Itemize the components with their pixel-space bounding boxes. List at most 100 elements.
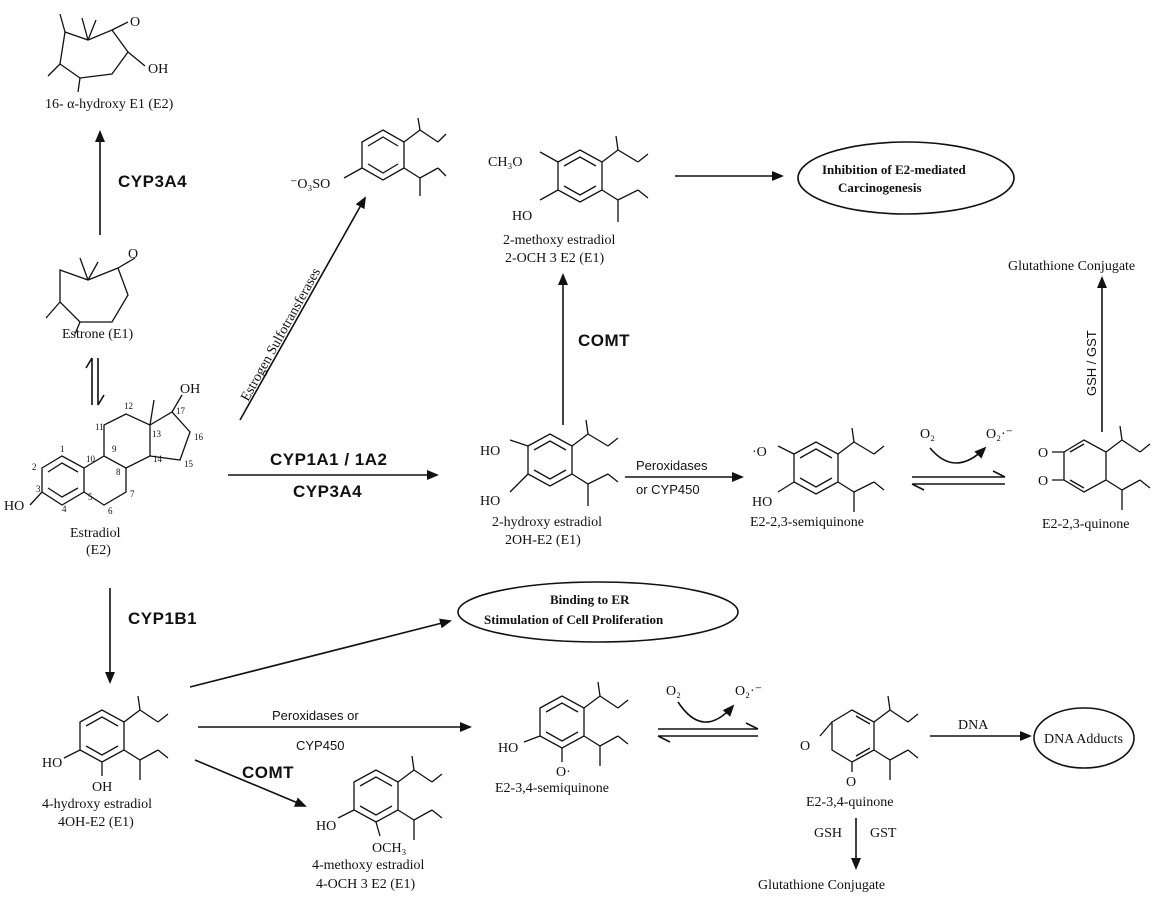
oh-label: OH xyxy=(148,62,168,77)
methoxy4-structure: HO OCH₃ xyxy=(316,755,443,856)
methoxy2-structure: CH₃O HO xyxy=(488,135,649,224)
estrone-sulfate-structure: ⁻O₃SO xyxy=(290,117,447,196)
dna-label: DNA xyxy=(958,718,989,733)
semiquinone34-ho: HO xyxy=(498,741,518,756)
peroxidases-top-label-2: or CYP450 xyxy=(636,482,700,497)
hydroxy4-ho: HO xyxy=(42,756,62,771)
svg-text:13: 13 xyxy=(152,429,162,439)
svg-text:6: 6 xyxy=(108,506,113,516)
svg-text:5: 5 xyxy=(88,492,93,502)
quinone23-o-top: O xyxy=(1038,446,1048,461)
estradiol-label-2: (E2) xyxy=(86,543,111,558)
equilibrium-top xyxy=(911,470,1006,491)
peroxidases-bottom-label-2: CYP450 xyxy=(296,738,344,753)
o2-rad-bottom-label: O₂·⁻ xyxy=(735,684,762,699)
quinone34-structure: O O xyxy=(800,695,919,790)
binding-label-2: Stimulation of Cell Proliferation xyxy=(484,612,664,627)
estrone-estradiol-equilibrium xyxy=(85,357,105,406)
methoxy4-ho: HO xyxy=(316,819,336,834)
methoxy4-label-2: 4-OCH 3 E2 (E1) xyxy=(316,877,415,892)
semiquinone34-structure: HO O· xyxy=(498,681,629,780)
quinone23-structure: O O xyxy=(1038,425,1151,510)
cyp1a1-label: CYP1A1 / 1A2 xyxy=(270,450,388,469)
estrone-label: Estrone (E1) xyxy=(62,327,133,342)
quinone23-label: E2-2,3-quinone xyxy=(1042,517,1129,532)
svg-text:10: 10 xyxy=(86,454,96,464)
binding-arrow xyxy=(189,618,452,688)
cyp1b1-label: CYP1B1 xyxy=(128,609,197,628)
hydroxy2-structure: HO HO xyxy=(480,419,619,509)
semiquinone34-label: E2-3,4-semiquinone xyxy=(495,781,609,796)
c17-oh-label: OH xyxy=(180,382,200,397)
estradiol-label-1: Estradiol xyxy=(70,526,121,541)
methoxy2-ho-label: HO xyxy=(512,209,532,224)
methoxy4-label-1: 4-methoxy estradiol xyxy=(312,858,424,873)
gsh-label: GSH xyxy=(814,826,842,841)
comt-bottom-label: COMT xyxy=(242,763,294,782)
comt-bottom-arrow xyxy=(194,759,307,807)
hydroxy2-label-1: 2-hydroxy estradiol xyxy=(492,515,602,530)
cyp3a4-mid-label: CYP3A4 xyxy=(293,482,362,501)
semiquinone23-label: E2-2,3-semiquinone xyxy=(750,515,864,530)
semiquinone23-structure: ·O HO xyxy=(752,427,885,512)
svg-text:16: 16 xyxy=(194,432,204,442)
estradiol-structure: OH HO 1 2 3 4 5 6 7 8 9 10 11 12 13 14 1… xyxy=(4,382,204,516)
dna-adducts-ellipse xyxy=(1033,707,1135,769)
methoxy2-label-2: 2-OCH 3 E2 (E1) xyxy=(505,251,604,266)
peroxidases-bottom-label-1: Peroxidases or xyxy=(272,708,359,723)
ketone-o-label: O xyxy=(130,15,140,30)
hydroxy2-label-2: 2OH-E2 (E1) xyxy=(505,533,581,548)
svg-text:4: 4 xyxy=(62,504,67,514)
svg-text:11: 11 xyxy=(95,422,104,432)
binding-ellipse xyxy=(457,581,739,643)
o2-bottom-curve xyxy=(677,701,735,723)
hydroxy4-label-1: 4-hydroxy estradiol xyxy=(42,797,152,812)
comt-top-label: COMT xyxy=(578,331,630,350)
glutathione-bottom-label: Glutathione Conjugate xyxy=(758,878,885,893)
hydroxy4-label-2: 4OH-E2 (E1) xyxy=(58,815,134,830)
sulfate-label: ⁻O₃SO xyxy=(290,177,330,192)
o2-rad-top-label: O₂·⁻ xyxy=(986,427,1013,442)
sulfotransferase-label: Estrogen Sulfotransferases xyxy=(238,266,324,404)
ch3o-label: CH₃O xyxy=(488,155,522,170)
hydroxy4-oh: OH xyxy=(92,780,112,795)
sulfotransferase-arrow xyxy=(239,196,366,421)
svg-text:3: 3 xyxy=(36,484,41,494)
inhibition-label-1: Inhibition of E2-mediated xyxy=(822,162,967,177)
equilibrium-bottom xyxy=(657,722,759,743)
quinone34-label: E2-3,4-quinone xyxy=(806,795,893,810)
hydroxy2-ho-bottom: HO xyxy=(480,494,500,509)
hydroxy16-label: 16- α-hydroxy E1 (E2) xyxy=(45,97,174,112)
cyp3a4-top-label: CYP3A4 xyxy=(118,172,187,191)
quinone23-o-bottom: O xyxy=(1038,474,1048,489)
inhibition-label-2: Carcinogenesis xyxy=(838,180,922,195)
hydroxy16-structure: O OH xyxy=(47,13,168,93)
o2-bottom-label: O₂ xyxy=(666,684,681,699)
svg-text:12: 12 xyxy=(124,401,133,411)
quinone34-o-left: O xyxy=(800,739,810,754)
quinone34-o-bottom: O xyxy=(846,775,856,790)
c3-ho-label: HO xyxy=(4,499,24,514)
svg-text:1: 1 xyxy=(60,444,65,454)
hydroxy4-structure: HO OH xyxy=(42,695,169,795)
svg-text:17: 17 xyxy=(176,406,186,416)
semiquinone34-o-rad: O· xyxy=(556,765,571,780)
gst-label: GST xyxy=(870,826,897,841)
o2-top-curve xyxy=(929,446,987,464)
inhibition-ellipse xyxy=(797,141,1015,215)
semiquinone23-o-rad: ·O xyxy=(752,445,767,460)
binding-label-1: Binding to ER xyxy=(550,592,630,607)
hydroxy2-ho-top: HO xyxy=(480,444,500,459)
svg-text:9: 9 xyxy=(112,444,117,454)
estrone-o-label: O xyxy=(128,247,138,262)
svg-text:14: 14 xyxy=(153,454,163,464)
methoxy4-och3: OCH₃ xyxy=(372,841,407,856)
svg-text:15: 15 xyxy=(184,459,194,469)
methoxy2-label-1: 2-methoxy estradiol xyxy=(503,233,615,248)
peroxidases-top-label-1: Peroxidases xyxy=(636,458,708,473)
semiquinone23-ho: HO xyxy=(752,495,772,510)
estrone-structure: O xyxy=(45,247,138,335)
glutathione-top-label: Glutathione Conjugate xyxy=(1008,259,1135,274)
o2-top-label: O₂ xyxy=(920,427,935,442)
